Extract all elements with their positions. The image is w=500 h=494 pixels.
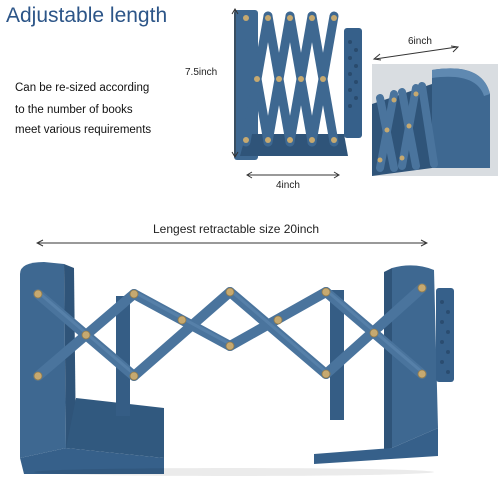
description-line-2: to the number of books: [15, 104, 133, 116]
extended-bookend-photo: [14, 258, 460, 480]
depth-label: 6inch: [408, 36, 432, 47]
side-view-photo: [372, 64, 498, 176]
description-line-1: Can be re-sized according: [15, 82, 150, 94]
headline: Adjustable length: [6, 4, 168, 27]
height-dimension-line: [231, 8, 239, 158]
height-label: 7.5inch: [185, 67, 218, 78]
width-label: 4inch: [276, 180, 300, 191]
folded-bookend-photo: [226, 2, 368, 164]
depth-dimension-line: [372, 45, 460, 61]
max-length-caption: Lengest retractable size 20inch: [153, 222, 320, 236]
description-line-3: meet various requirements: [15, 124, 152, 136]
width-dimension-line: [246, 171, 340, 179]
length-dimension-line: [36, 239, 428, 247]
